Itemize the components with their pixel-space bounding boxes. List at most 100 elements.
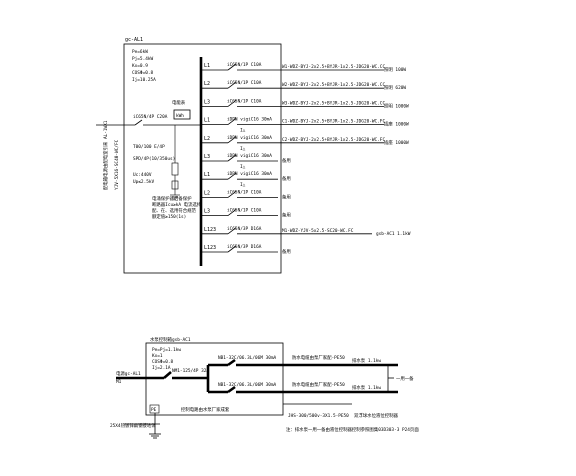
circuit-load: 照明 100W — [384, 67, 406, 73]
note-1: 断路器Icu≥kA 电流选择 — [152, 201, 202, 208]
circuit-phase: L123 — [204, 245, 216, 251]
spd-uc: Uc:440V — [133, 172, 152, 178]
panel2-frame — [145, 342, 284, 416]
circuit-breaker-symbol — [227, 191, 237, 198]
circuit-row-6: L3 iDPN vigiC16 30mA I△ 备用 — [201, 153, 291, 170]
circuit-phase: L2 — [204, 190, 210, 196]
circuit-load: 插座 1000W — [384, 121, 409, 128]
circuit-cable: C2-WDZ-BYJ-2x2.5+BYJR-1x2.5-JDG20-WC.FC — [282, 137, 385, 143]
circuit-phase: L2 — [204, 136, 210, 142]
p2-param-cos: COSΦ=0.8 — [152, 359, 174, 365]
circuit-breaker-symbol — [227, 118, 237, 125]
param-pe: Pe=6kW — [132, 49, 148, 55]
circuit-row-9: L3 iC65N/1P C10A 备用 — [201, 208, 291, 219]
circuit-load: 照明 620W — [384, 85, 406, 91]
circuit-breaker: iC65N/1P C10A — [227, 98, 262, 104]
panel1-params: Pe=6kW Pj=5.4kW Kx=0.9 COSΦ=0.8 Ij=10.25… — [132, 49, 156, 83]
param-cos: COSΦ=0.8 — [132, 70, 154, 76]
circuit-load: 照明 1000W — [384, 103, 409, 109]
circuit-phase: L1 — [204, 118, 210, 124]
rcd-mark: I△ — [240, 146, 246, 152]
pe-terminal — [149, 404, 160, 414]
panel1-circuits: L1 iC65N/1P C10A W1-WDZ-BYJ-2x2.5+BYJR-1x2… — [201, 62, 411, 255]
circuit-row-8: L2 iC65N/1P C10A 备用 — [201, 189, 291, 200]
level-cable: JHS-300/500v-3X1.5-PE50 — [288, 413, 349, 419]
kwh-meter-text: kWh — [176, 113, 184, 119]
rcd-mark: I△ — [240, 128, 246, 134]
panel1-main-feeder: iC65N/4P C20A 电能表 kWh — [96, 99, 200, 126]
circuit-row-11: L123 iC65N/3P D16A 备用 — [201, 244, 291, 255]
circuit-breaker-symbol — [227, 100, 237, 107]
circuit-cable: W3-WDZ-BYJ-2x2.5+BYJR-1x2.5-JDG20-WC.CC — [282, 100, 385, 106]
circuit-cable: W1-WDZ-BYJ-2x2.5+BYJR-1x2.5-JDG20-WC.CC — [282, 64, 385, 70]
footnote: 注：排水泵一用一备由液位控制器控制参照图集03D303-3 P24页面 — [286, 426, 419, 433]
circuit-breaker: iC65N/3P D16A — [227, 226, 262, 232]
circuit-load: gsb-AC1 1.1kW — [376, 231, 411, 237]
p2-param-kx: Kx=1 — [152, 353, 163, 359]
circuit-phase: L3 — [204, 209, 210, 215]
spd-branch: T00/100 E/4P SPD/4P(10/350us) Uc:440V Up… — [133, 125, 202, 220]
circuit-phase: L2 — [204, 81, 210, 87]
p2-pump1: 排水泵 1.1kw — [352, 357, 381, 364]
spd-fuse — [171, 180, 179, 190]
spd-model: T00/100 E/4P — [133, 144, 165, 150]
spd-up: Up≤2.5kV — [133, 179, 155, 185]
circuit-breaker: iC65N/1P C10A — [227, 189, 262, 195]
circuit-breaker-symbol — [227, 227, 237, 235]
p2-pump-mode: 一用一备 — [396, 375, 414, 382]
circuit-breaker-symbol — [227, 154, 237, 162]
circuit-breaker: iDPN vigiC16 30mA — [227, 153, 272, 159]
spd-device — [171, 162, 179, 176]
rcd-mark: I△ — [240, 182, 246, 188]
panel2-title: 水泵控制箱gsb-AC1 — [150, 336, 191, 343]
rcd-mark: I△ — [240, 164, 246, 170]
circuit-load: 备用 — [282, 193, 291, 200]
p2-cable1: 防水电缆由泵厂家配-PE50 — [292, 354, 345, 361]
circuit-load: 备用 — [282, 212, 291, 219]
circuit-breaker-symbol — [227, 245, 237, 253]
main-breaker-label: iC65N/4P C20A — [133, 114, 168, 120]
circuit-breaker: iC65N/3P D16A — [227, 244, 262, 250]
circuit-breaker: iC65N/1P C10A — [227, 62, 262, 68]
circuit-breaker-symbol — [227, 81, 237, 89]
note-0: 电涌保护器后备保护 — [152, 195, 192, 202]
p2-param-pe: Pe=Pj=1.1kw — [152, 347, 181, 353]
panel1-title: gc-AL1 — [125, 37, 143, 43]
circuit-load: 备用 — [282, 157, 291, 164]
note-2: 配、在、选用符合规范 — [152, 207, 197, 214]
param-pj: Pj=5.4kW — [132, 56, 154, 62]
incoming-cable: YJV-5X16-SC40-WC/FC — [114, 139, 120, 190]
param-ij: Ij=10.25A — [132, 77, 156, 83]
incoming-note: 配电箱电源由配电室引来 AL-1WX1 — [102, 120, 109, 190]
p2-breaker2: NB1-32C/06.3L/06M 30mA — [218, 382, 277, 388]
circuit-phase: L3 — [204, 154, 210, 160]
p2-incoming: 电源gc-AL1 — [116, 370, 141, 377]
circuit-breaker: iC65N/1P C10A — [227, 208, 262, 214]
circuit-cable: C1-WDZ-BYJ-2x2.5+BYJR-1x2.5-JDG20-WC.FC — [282, 119, 385, 125]
circuit-breaker-symbol — [227, 172, 237, 180]
circuit-row-4: L1 iDPN vigiC16 30mA I△ C1-WDZ-BYJ-2x2.5+BY… — [201, 117, 409, 134]
pe-note: 控制电路由水泵厂家成套 — [181, 406, 230, 413]
p2-breaker1: NB1-32C/06.3L/06M 30mA — [218, 355, 277, 361]
circuit-phase: L123 — [204, 227, 216, 233]
p2-pump2: 排水泵 1.1kw — [352, 384, 381, 391]
ground-note: 25X4热镀锌扁钢接地体 — [110, 422, 156, 429]
kwh-meter — [173, 109, 191, 120]
circuit-cable: M1-WDZ-YJV-5x2.5-SC20-WC.FC — [282, 228, 354, 234]
p2-param-ij: Ij=2.1A — [152, 365, 171, 371]
circuit-load: 备用 — [282, 248, 291, 255]
circuit-breaker-symbol — [227, 63, 237, 71]
circuit-breaker: iDPN vigiC16 30mA — [227, 117, 272, 123]
circuit-load: 插座 1000W — [384, 139, 409, 146]
spd-label: SPD/4P(10/350us) — [133, 156, 175, 162]
circuit-phase: L3 — [204, 99, 210, 105]
circuit-load: 备用 — [282, 175, 291, 182]
panel2-params: Pe=Pj=1.1kw Kx=1 COSΦ=0.8 Ij=2.1A — [152, 347, 181, 371]
circuit-breaker-symbol — [227, 209, 237, 216]
